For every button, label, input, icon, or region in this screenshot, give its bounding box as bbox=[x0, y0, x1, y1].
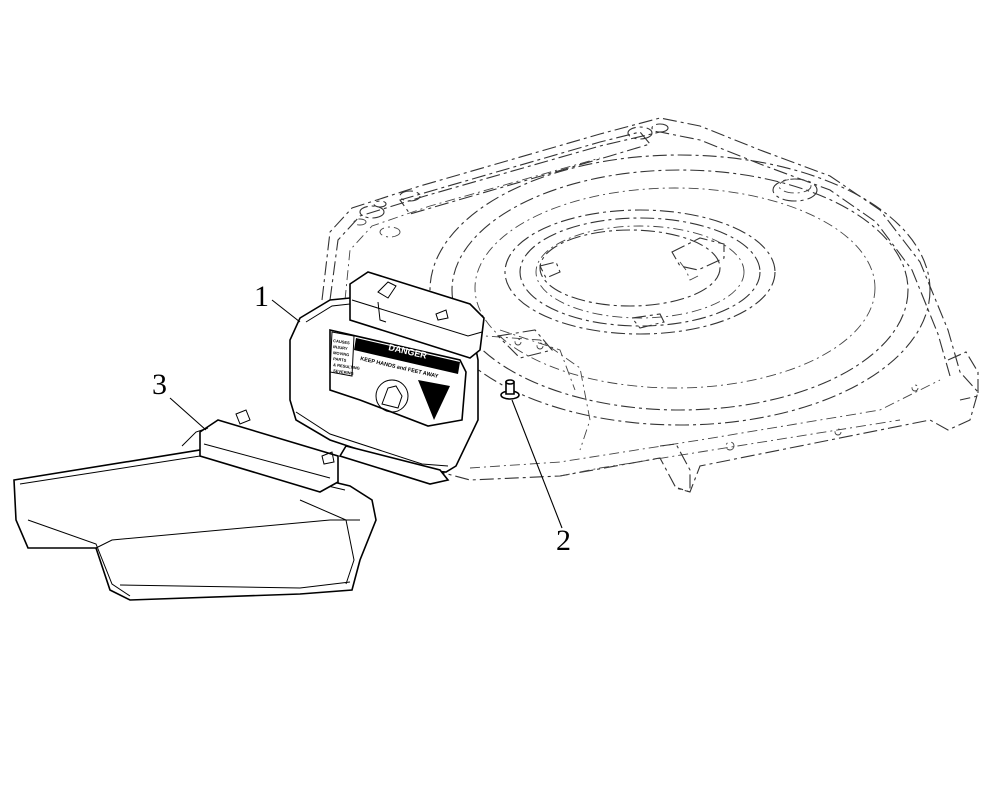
callout-2: 2 bbox=[556, 524, 571, 557]
leader-2 bbox=[511, 399, 563, 529]
mower-deck-outline bbox=[321, 117, 979, 493]
leader-3 bbox=[169, 397, 207, 431]
danger-side-text-3: PARTS bbox=[333, 356, 347, 363]
part-3-discharge-chute bbox=[13, 409, 377, 601]
danger-side-text-2: MOVING bbox=[333, 350, 350, 357]
callout-3: 3 bbox=[152, 368, 167, 401]
danger-side-text-5: SEVERING bbox=[333, 368, 354, 376]
leader-1 bbox=[271, 299, 301, 323]
callout-1: 1 bbox=[254, 280, 269, 313]
leader-lines bbox=[169, 299, 563, 529]
danger-side-text-0: CAUSES bbox=[333, 338, 351, 345]
danger-side-text-4: & RESULTING bbox=[333, 362, 360, 371]
part-2-pin bbox=[500, 379, 520, 400]
danger-side-text-1: INJURY bbox=[333, 344, 348, 351]
part-1-rear-flap bbox=[289, 271, 485, 485]
